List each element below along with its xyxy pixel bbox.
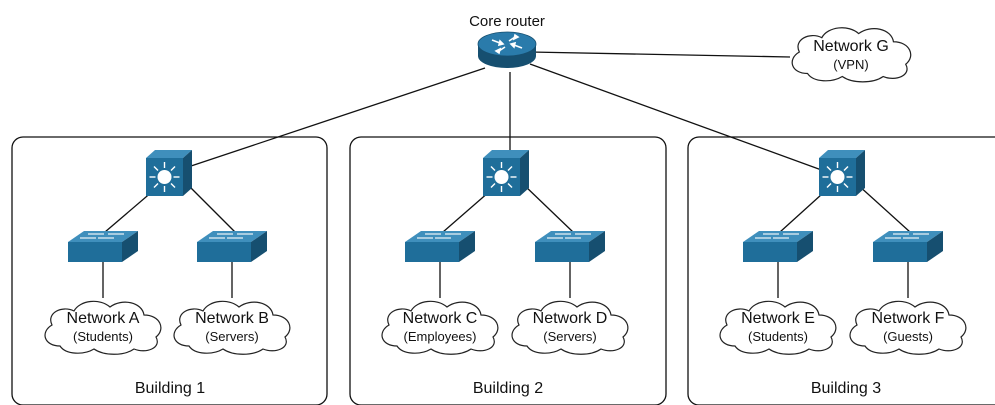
building-3-core-switch [819,150,865,196]
building-2-label: Building 2 [473,380,543,397]
router-icon [477,31,537,68]
network-c-cloud: Network C (Employees) [381,300,499,355]
link-core-building-1 [184,67,486,169]
network-b-cloud: Network B (Servers) [173,300,291,355]
link-b1-core-switch-b [187,184,236,233]
switch-icon [68,231,138,262]
switch-network-d [535,231,605,262]
network-e-cloud: Network E (Students) [719,300,837,355]
network-a-cloud: Network A (Students) [44,300,162,355]
building-2-core-switch [483,150,529,196]
switch-network-b [197,231,267,262]
network-a-sub: (Students) [73,329,133,344]
network-d-name: Network D [533,310,608,327]
network-a-name: Network A [67,310,140,327]
switch-icon [873,231,943,262]
network-d-sub: (Servers) [543,329,596,344]
switch-icon [405,231,475,262]
network-c-name: Network C [403,310,478,327]
l3-switch-icon [146,150,192,196]
network-g-sub: (VPN) [833,57,868,72]
network-f-cloud: Network F (Guests) [849,300,967,355]
switch-network-c [405,231,475,262]
building-1-core-switch [146,150,192,196]
switch-icon [535,231,605,262]
network-d-cloud: Network D (Servers) [511,300,629,355]
switch-network-f [873,231,943,262]
network-b-name: Network B [195,310,269,327]
network-f-name: Network F [872,310,945,327]
building-3-label: Building 3 [811,380,881,397]
network-b-sub: (Servers) [205,329,258,344]
link-core-network-g [529,51,791,58]
switch-icon [743,231,813,262]
switch-network-e [743,231,813,262]
network-e-sub: (Students) [748,329,808,344]
switch-icon [197,231,267,262]
l3-switch-icon [483,150,529,196]
link-b3-core-switch-f [857,184,911,233]
core-router-label: Core router [469,13,545,30]
building-1-label: Building 1 [135,380,205,397]
switch-network-a [68,231,138,262]
l3-switch-icon [819,150,865,196]
network-f-sub: (Guests) [883,329,933,344]
network-c-sub: (Employees) [404,329,477,344]
network-e-name: Network E [741,310,815,327]
link-b2-core-switch-d [523,184,574,233]
link-core-building-3 [529,63,828,173]
network-g-name: Network G [813,38,889,55]
network-g-cloud: Network G (VPN) [791,27,912,83]
core-router: Core router [469,13,545,68]
